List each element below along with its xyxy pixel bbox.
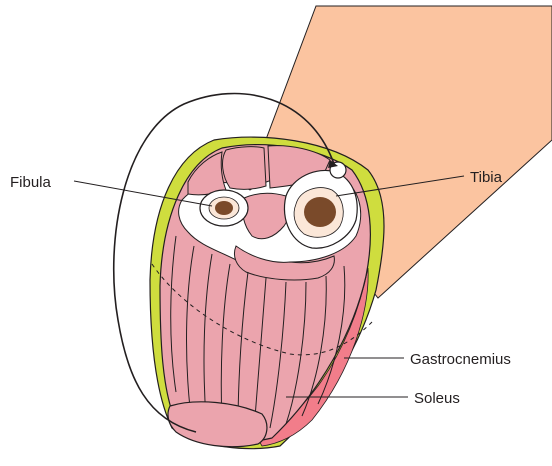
label-tibia: Tibia <box>470 169 503 186</box>
label-fibula: Fibula <box>10 174 52 191</box>
anterior-muscle-1 <box>223 147 266 190</box>
fibula-bone <box>200 190 248 226</box>
label-soleus: Soleus <box>414 390 460 407</box>
label-gastrocnemius: Gastrocnemius <box>410 351 511 368</box>
